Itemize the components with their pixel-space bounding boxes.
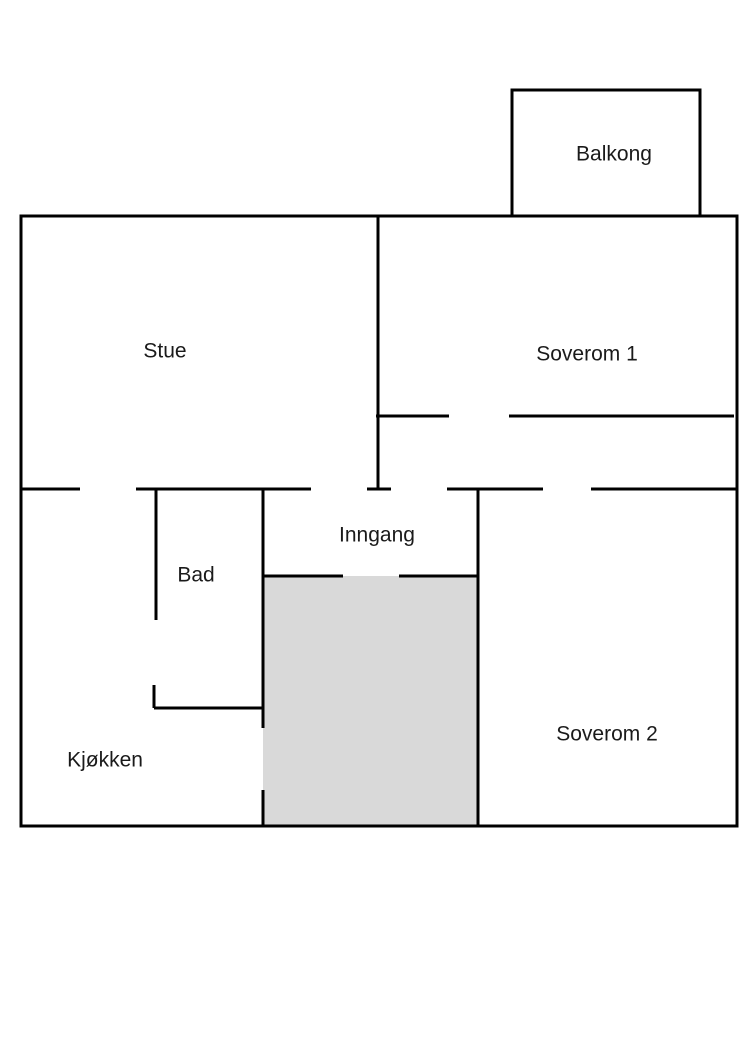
room-label-soverom1: Soverom 1	[536, 343, 638, 366]
room-label-inngang: Inngang	[339, 524, 415, 547]
room-label-bad: Bad	[177, 564, 214, 587]
room-label-kjokken: Kjøkken	[67, 749, 143, 772]
room-label-soverom2: Soverom 2	[556, 723, 658, 746]
balkong-walls	[510, 88, 702, 216]
room-label-balkong: Balkong	[576, 143, 652, 166]
room-label-stue: Stue	[143, 340, 186, 363]
shaded-area	[263, 576, 478, 826]
